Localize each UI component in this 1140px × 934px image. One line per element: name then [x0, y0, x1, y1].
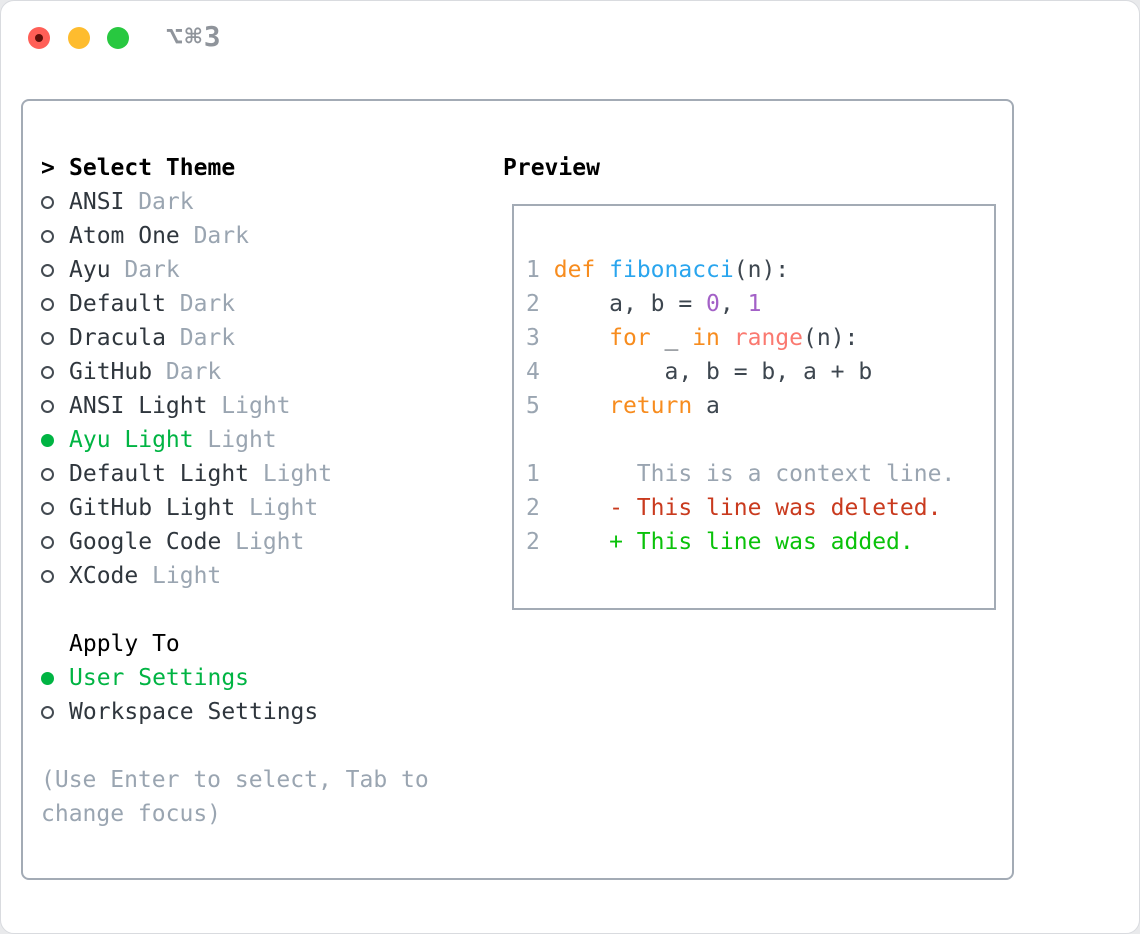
code-line: 2 a, b = 0, 1: [526, 291, 762, 317]
titlebar[interactable]: ⌥⌘3: [1, 1, 1139, 71]
minimize-button[interactable]: [68, 27, 90, 49]
radio-icon: [41, 535, 54, 549]
focus-caret-icon: >: [41, 155, 55, 181]
option-label: Ayu: [69, 257, 111, 283]
code-line: 4 a, b = b, a + b: [526, 359, 873, 385]
option-label: Default: [69, 291, 166, 317]
radio-icon: [41, 195, 54, 209]
radio-icon: [41, 399, 54, 413]
option-label: Atom One: [69, 223, 180, 249]
radio-marker: [41, 263, 69, 277]
spacer: [41, 593, 471, 627]
preview-box: 1 def fibonacci(n): 2 a, b = 0, 1 3 for _ …: [512, 204, 996, 610]
apply-to-list: User Settings Workspace Settings: [41, 661, 471, 729]
option-variant: Light: [207, 427, 277, 453]
code-line: 2 - This line was deleted.: [526, 495, 942, 521]
radio-marker: [41, 195, 69, 209]
radio-marker: [41, 671, 69, 685]
radio-icon: [41, 263, 54, 277]
theme-option[interactable]: GitHub Light Light: [41, 491, 471, 525]
radio-marker: [41, 399, 69, 413]
option-variant: Light: [235, 529, 305, 555]
radio-icon: [41, 297, 54, 311]
spacer: [41, 729, 471, 763]
radio-marker: [41, 365, 69, 379]
code-line: [526, 423, 994, 457]
close-button[interactable]: [28, 27, 50, 49]
radio-icon: [41, 569, 54, 583]
code-block: 1 def fibonacci(n): 2 a, b = 0, 1 3 for _ …: [514, 206, 994, 559]
theme-option[interactable]: ANSI Light Light: [41, 389, 471, 423]
option-label: Workspace Settings: [69, 699, 319, 725]
preview-title: Preview: [503, 155, 600, 181]
code-line: 3 for _ in range(n):: [526, 325, 859, 351]
radio-icon: [41, 467, 54, 481]
radio-marker: [41, 501, 69, 515]
option-label: GitHub: [69, 359, 153, 385]
radio-icon: [41, 365, 54, 379]
code-line: 1 This is a context line.: [526, 461, 956, 487]
select-theme-title: Select Theme: [69, 155, 236, 181]
main-panel: > Select Theme ANSI Dark Atom One Dark A…: [21, 99, 1014, 880]
select-theme-header: > Select Theme: [41, 151, 471, 185]
radio-marker: [41, 705, 69, 719]
theme-option[interactable]: Default Dark: [41, 287, 471, 321]
radio-icon: [41, 433, 54, 447]
theme-option[interactable]: Google Code Light: [41, 525, 471, 559]
option-label: ANSI Light: [69, 393, 208, 419]
option-label: ANSI: [69, 189, 125, 215]
zoom-button[interactable]: [107, 27, 129, 49]
radio-icon: [41, 331, 54, 345]
radio-marker: [41, 297, 69, 311]
theme-option[interactable]: ANSI Dark: [41, 185, 471, 219]
option-label: User Settings: [69, 665, 250, 691]
code-line: 2 + This line was added.: [526, 529, 914, 555]
option-label: Dracula: [69, 325, 166, 351]
window-title: ⌥⌘3: [166, 20, 223, 53]
option-label: Ayu Light: [69, 427, 194, 453]
theme-option[interactable]: XCode Light: [41, 559, 471, 593]
theme-list: ANSI Dark Atom One Dark Ayu Dark Default…: [41, 185, 471, 593]
radio-icon: [41, 671, 54, 685]
option-variant: Dark: [165, 359, 222, 385]
option-variant: Dark: [124, 257, 180, 283]
option-variant: Light: [221, 393, 291, 419]
code-line: 1 def fibonacci(n):: [526, 257, 790, 283]
radio-marker: [41, 569, 69, 583]
option-variant: Dark: [138, 189, 194, 215]
option-label: Google Code: [69, 529, 222, 555]
hint-text: (Use Enter to select, Tab to change focu…: [41, 767, 429, 827]
radio-icon: [41, 229, 54, 243]
theme-panel: > Select Theme ANSI Dark Atom One Dark A…: [41, 151, 471, 831]
unsaved-changes-dot-icon: [35, 34, 43, 42]
apply-to-option[interactable]: Workspace Settings: [41, 695, 471, 729]
option-variant: Light: [248, 495, 319, 521]
option-label: XCode: [69, 563, 139, 589]
option-label: Default Light: [69, 461, 250, 487]
code-line: 5 return a: [526, 393, 720, 419]
radio-icon: [41, 501, 54, 515]
option-variant: Dark: [193, 223, 249, 249]
theme-option[interactable]: Ayu Light Light: [41, 423, 471, 457]
radio-marker: [41, 433, 69, 447]
radio-icon: [41, 705, 54, 719]
radio-marker: [41, 331, 69, 345]
theme-option[interactable]: Ayu Dark: [41, 253, 471, 287]
option-variant: Light: [152, 563, 222, 589]
radio-marker: [41, 467, 69, 481]
apply-to-header: Apply To: [41, 627, 471, 661]
apply-to-option[interactable]: User Settings: [41, 661, 471, 695]
radio-marker: [41, 535, 69, 549]
option-label: GitHub Light: [69, 495, 236, 521]
radio-marker: [41, 229, 69, 243]
theme-option[interactable]: Default Light Light: [41, 457, 471, 491]
theme-option[interactable]: GitHub Dark: [41, 355, 471, 389]
option-variant: Dark: [179, 325, 236, 351]
theme-option[interactable]: Dracula Dark: [41, 321, 471, 355]
option-variant: Light: [262, 461, 333, 487]
theme-option[interactable]: Atom One Dark: [41, 219, 471, 253]
option-variant: Dark: [179, 291, 236, 317]
apply-to-title: Apply To: [69, 631, 180, 657]
